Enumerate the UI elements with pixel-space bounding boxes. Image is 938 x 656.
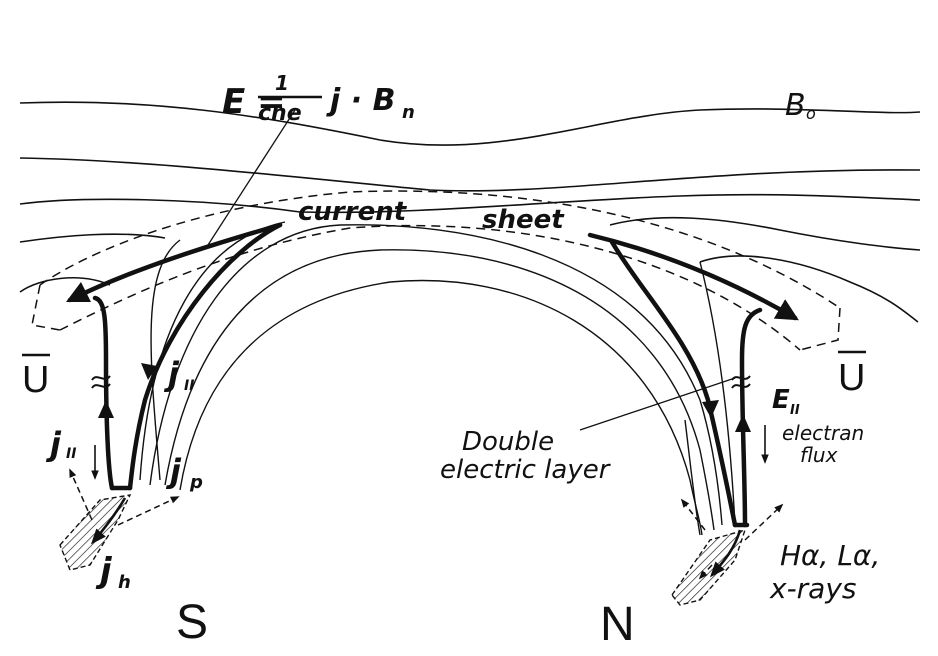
- formula-rhs: j · B: [326, 83, 395, 118]
- field-line-1: [19, 101, 921, 146]
- formula-denominator: cne: [258, 101, 302, 126]
- field-line-4: [19, 233, 166, 243]
- loop-line-2: [150, 239, 181, 481]
- right-dash-left: [680, 498, 706, 531]
- right-inner-arrow: [702, 400, 719, 418]
- formula: E = 1 cne j · B n: [222, 71, 415, 126]
- left-double-layer-mark: [91, 375, 111, 389]
- field-lines-upper: [19, 101, 921, 323]
- loop-line-7: [684, 419, 701, 536]
- double-layer-line1: Double: [462, 427, 554, 457]
- sheet-upper-edge: [39, 190, 841, 309]
- left-up-arrow: [98, 400, 114, 418]
- foot-arrows: [69, 425, 784, 580]
- velocity-right-label: U: [838, 357, 865, 399]
- electron-flux-line2: flux: [800, 443, 838, 467]
- loop-line-6: [699, 261, 736, 526]
- footpoints: [59, 494, 747, 606]
- j-parallel-main: j II: [163, 355, 194, 394]
- left-downflow: [92, 295, 115, 491]
- formula-rhs-subscript: n: [402, 102, 415, 123]
- j-h-sub: h: [118, 572, 131, 593]
- right-footpoint-hatch: [671, 528, 747, 606]
- left-inner-arrow: [141, 363, 157, 380]
- emission-line2: x-rays: [769, 572, 857, 605]
- sheet-left-cap: [31, 284, 61, 331]
- e-parallel-letter: E: [772, 385, 790, 415]
- left-outer-current: [65, 222, 283, 303]
- leader-lines: [207, 109, 736, 431]
- j-p-sub: p: [189, 472, 203, 493]
- formula-numerator: 1: [275, 71, 289, 95]
- sheet-right-cap: [799, 307, 841, 351]
- right-up-arrow: [735, 414, 751, 432]
- formula-leader: [207, 109, 296, 246]
- right-foot-arrow: [709, 529, 742, 578]
- field-line-6: [699, 255, 919, 323]
- right-upflow: [739, 307, 763, 528]
- j-parallel-foot-letter: j: [45, 425, 62, 463]
- j-p-letter: j: [165, 452, 182, 490]
- left-inner-current: [127, 222, 283, 491]
- current-sheet-word2: sheet: [482, 205, 565, 235]
- loop-line-5: [179, 279, 703, 536]
- jp-arrow: [117, 496, 180, 526]
- current-sheet-boundary: [31, 190, 841, 351]
- field-label-main: B: [785, 88, 806, 123]
- electron-flux-line1: electran: [782, 421, 864, 445]
- south-pole-label: S: [176, 596, 208, 649]
- field-label: B o: [785, 88, 816, 123]
- right-dash-down: [698, 564, 713, 580]
- loop-lines: [139, 221, 736, 536]
- loop-line-4: [164, 249, 715, 531]
- j-p-label: j p: [165, 452, 203, 493]
- velocity-right: U: [838, 350, 866, 399]
- e-parallel-sub: II: [790, 403, 800, 418]
- right-outer-current: [587, 232, 799, 321]
- jh-arrow: [90, 497, 127, 545]
- right-inner-current: [609, 239, 738, 528]
- loop-line-3: [149, 224, 723, 526]
- field-line-5: [609, 216, 921, 251]
- j-parallel-main-letter: j: [163, 355, 180, 393]
- sheet-lower-edge: [59, 224, 801, 351]
- double-layer-line2: electric layer: [440, 455, 612, 485]
- field-line-2: [19, 157, 921, 192]
- right-dash-right: [744, 503, 784, 541]
- current-circuits: [65, 222, 799, 528]
- j-h-label: j h: [95, 551, 131, 593]
- formula-lhs: E =: [222, 82, 286, 122]
- field-label-sub: o: [806, 104, 816, 123]
- e-parallel-label: E II: [772, 385, 800, 418]
- right-double-layer-mark: [731, 375, 751, 389]
- j-h-letter: j: [95, 551, 113, 591]
- j-parallel-main-sub: II: [184, 378, 194, 394]
- j-parallel-foot-sub: II: [66, 446, 76, 462]
- velocity-left: U: [22, 353, 50, 401]
- left-dash-up: [69, 468, 93, 521]
- current-arrows: [98, 363, 751, 432]
- north-pole-label: N: [600, 598, 635, 651]
- field-line-7: [19, 277, 111, 293]
- double-layer-leader: [579, 377, 736, 431]
- j-parallel-foot: j II: [45, 425, 76, 463]
- current-sheet-word1: current: [298, 197, 408, 227]
- emission-line1: Hα, Lα,: [780, 539, 880, 572]
- field-line-3: [19, 193, 921, 214]
- double-layer-marks: [91, 375, 751, 389]
- velocity-left-label: U: [22, 359, 49, 401]
